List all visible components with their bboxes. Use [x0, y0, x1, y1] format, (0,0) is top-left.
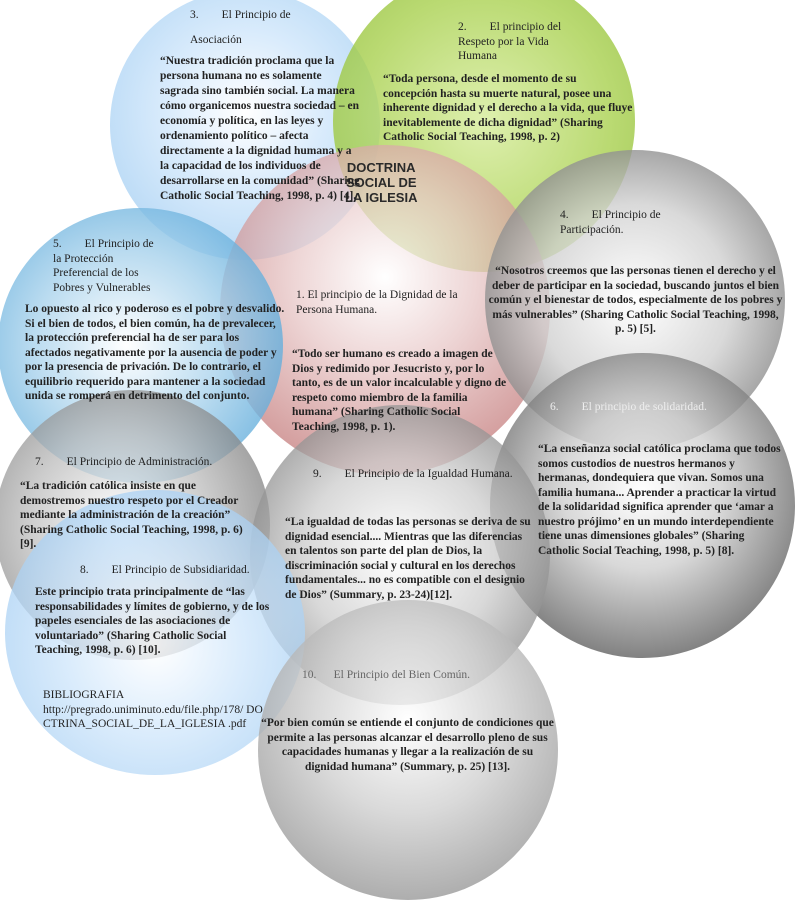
p3-title-block: 3. El Principio de Asociación: [190, 8, 390, 47]
p8-quote: Este principio trata principalmente de “…: [35, 586, 270, 656]
bibliography-heading: BIBLIOGRAFIA: [43, 689, 125, 701]
p1-title: 1. El principio de la Dignidad de la Per…: [296, 289, 458, 316]
p8-title: 8. El Principio de Subsidiaridad.: [80, 564, 250, 576]
p5-title: 5. El Principio de la Protección Prefere…: [53, 238, 154, 294]
center-title-line: DOCTRINA: [346, 160, 416, 175]
p2-quote: “Toda persona, desde el momento de su co…: [383, 73, 633, 143]
bibliography-link[interactable]: http://pregrado.uniminuto.edu/file.php/1…: [43, 703, 263, 731]
p7-quote: “La tradición católica insiste en que de…: [20, 480, 243, 550]
p9-title: 9. El Principio de la Igualdad Humana.: [313, 468, 513, 480]
center-title-line: SOCIAL DE: [345, 175, 417, 190]
p3-quote: “Nuestra tradición proclama que la perso…: [160, 55, 360, 202]
p6-title: 6. El principio de solidaridad.: [550, 401, 707, 413]
center-title: DOCTRINA SOCIAL DE LA IGLESIA: [345, 160, 417, 205]
p3-title: 3. El Principio de: [190, 9, 291, 21]
p3-title-2: Asociación: [190, 33, 242, 46]
p10-quote: “Por bien común se entiende el conjunto …: [261, 717, 554, 773]
p6-quote: “La enseñanza social católica proclama q…: [538, 443, 781, 557]
p10-title: 10. El Principio del Bien Común.: [302, 669, 471, 681]
p1-quote: “Todo ser humano es creado a imagen de D…: [292, 348, 507, 433]
p4-title: 4. El Principio de Participación.: [560, 209, 661, 236]
p9-quote: “La igualdad de todas las personas se de…: [285, 516, 531, 601]
p4-quote: “Nosotros creemos que las personas tiene…: [488, 265, 783, 335]
p2-title: 2. El principio del Respeto por la Vida …: [458, 21, 562, 62]
center-title-line: LA IGLESIA: [345, 190, 418, 205]
p7-title: 7. El Principio de Administración.: [35, 456, 213, 468]
p5-quote: Lo opuesto al rico y poderoso es el pobr…: [25, 303, 285, 402]
circle-subsidiaridad: [5, 490, 305, 775]
bibliography: BIBLIOGRAFIA http://pregrado.uniminuto.e…: [43, 688, 263, 732]
